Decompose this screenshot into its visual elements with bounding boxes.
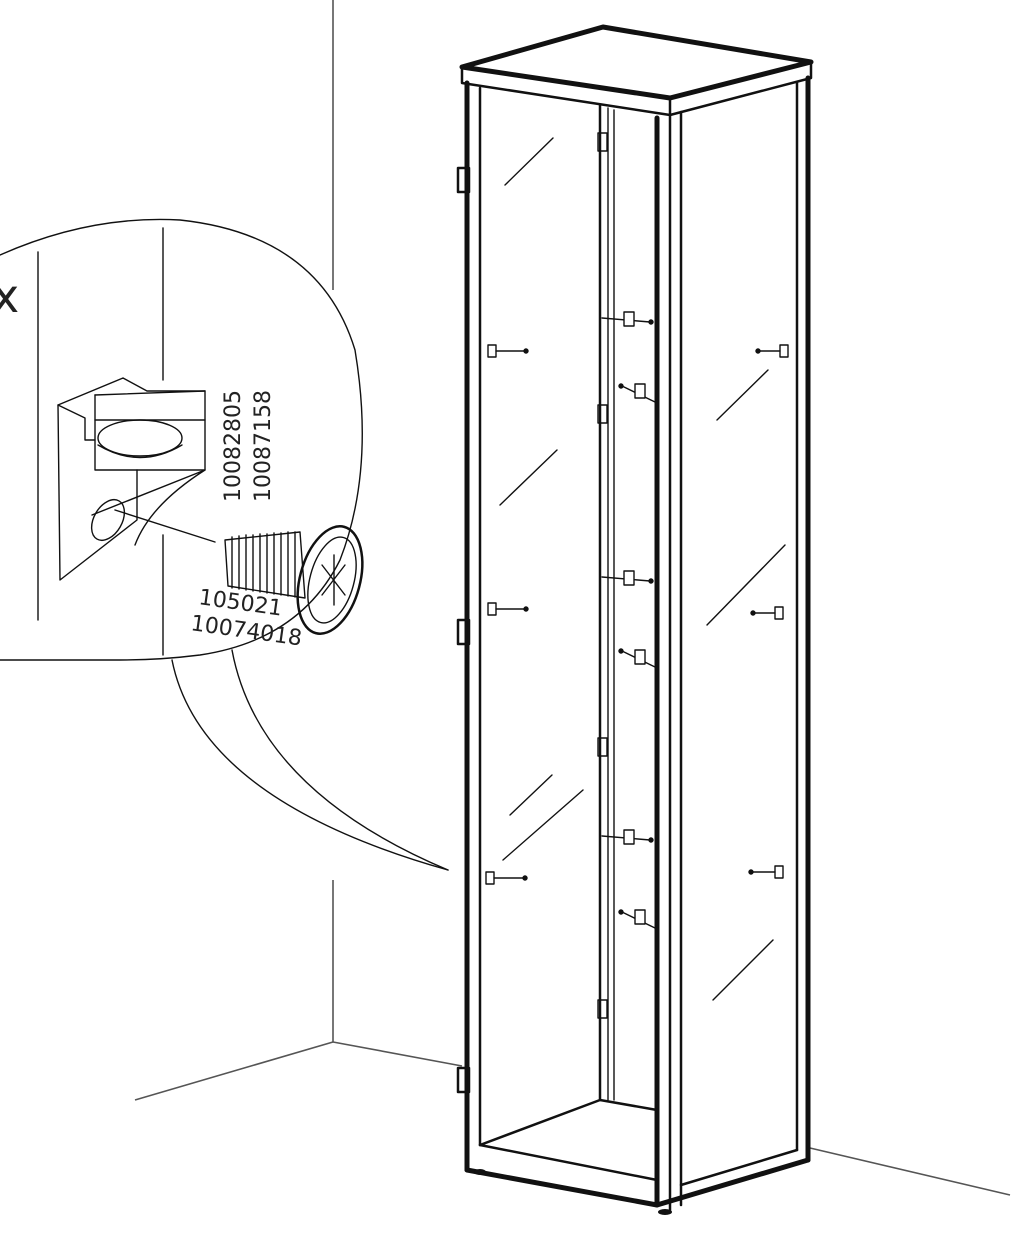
- door-hinge-icon: [456, 618, 471, 646]
- shelf-support-icon: [601, 311, 656, 929]
- door-hinge-icon: [456, 1066, 471, 1094]
- room-corner: [134, 0, 1011, 1196]
- screw-part: [224, 525, 364, 635]
- part-number-shelf-support-1: 10082805: [221, 390, 246, 502]
- door-hinge-icon: [456, 166, 471, 194]
- shelf-support-icon: [748, 344, 789, 879]
- part-number-screw-2: 10074018: [189, 611, 303, 651]
- part-number-shelf-support-2: 10087158: [251, 390, 276, 502]
- display-cabinet: [456, 24, 814, 1215]
- shelf-support-icon: [485, 344, 529, 885]
- shelf-support-bracket: [57, 377, 216, 581]
- callout-marker: x: [0, 269, 19, 323]
- detail-callout-bubble: [0, 218, 449, 871]
